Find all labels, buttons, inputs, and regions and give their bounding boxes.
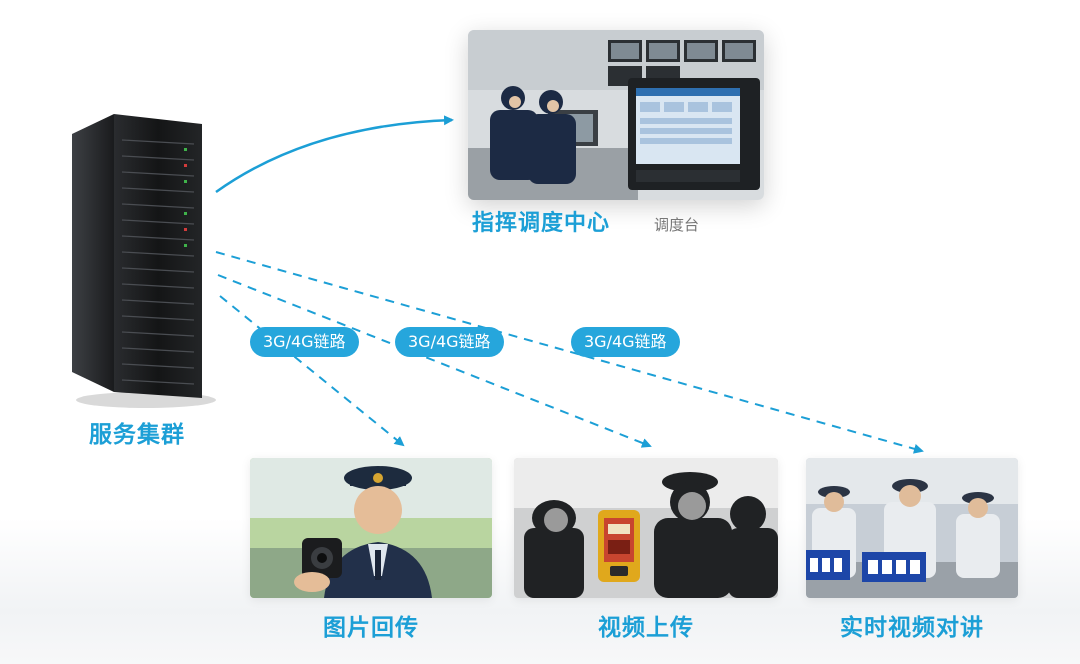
caption-realtime-intercom: 实时视频对讲 (840, 615, 984, 641)
server-rack-icon (72, 114, 216, 408)
server-cluster-label: 服务集群 (89, 422, 185, 448)
photo-video-upload (514, 458, 778, 598)
link-pill-2: 3G/4G链路 (395, 327, 504, 357)
link-dashed-2 (217, 274, 652, 448)
link-dashed-1 (219, 295, 405, 447)
link-pill-1: 3G/4G链路 (250, 327, 359, 357)
dispatch-center-photo (468, 30, 764, 200)
link-dashed-3 (215, 251, 924, 454)
link-to-center (215, 115, 454, 194)
photo-image-return (250, 458, 492, 598)
caption-image-return: 图片回传 (323, 615, 419, 641)
caption-video-upload: 视频上传 (598, 615, 694, 641)
dispatch-center-subtitle: 调度台 (654, 216, 700, 234)
link-pill-3: 3G/4G链路 (571, 327, 680, 357)
dispatch-center-title: 指挥调度中心 (472, 211, 611, 236)
photo-realtime-intercom (806, 458, 1018, 598)
